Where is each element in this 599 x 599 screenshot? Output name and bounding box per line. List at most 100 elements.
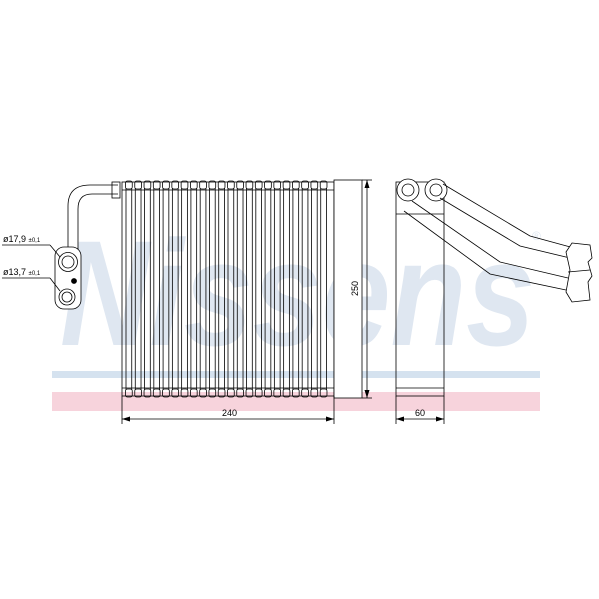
fin-cap-bottom: [143, 388, 152, 398]
fin: [190, 188, 198, 390]
fin-cap: [143, 180, 152, 190]
small-pipe-leader-diag: [49, 277, 61, 292]
fin-cap-bottom: [134, 388, 142, 398]
fin: [273, 188, 281, 390]
fin-cap-bottom: [125, 388, 133, 398]
fin-cap: [273, 180, 282, 190]
fin-cap-bottom: [190, 388, 198, 398]
fin: [181, 188, 188, 390]
small-port-outer: [58, 288, 76, 306]
fin: [301, 188, 309, 390]
fin-cap-bottom: [171, 388, 180, 398]
fin-cap-bottom: [292, 388, 300, 398]
fin-cap: [152, 180, 161, 190]
fin-cap: [217, 180, 226, 190]
fin-cap: [319, 180, 328, 190]
height-arrow-bottom: [364, 390, 370, 398]
fin-cap: [301, 180, 309, 190]
fin-cap-bottom: [208, 388, 217, 398]
width-arrow-left: [122, 416, 130, 422]
height-arrow-top: [364, 180, 370, 188]
side-pipe-upper: [439, 183, 575, 259]
fin-group: [125, 180, 328, 398]
fin-cap-bottom: [273, 388, 282, 398]
fin-cap: [236, 180, 244, 190]
large-pipe-leader-diag: [49, 244, 61, 258]
depth-dim-label: 60: [415, 408, 425, 418]
fin-cap-bottom: [310, 388, 319, 398]
fin: [227, 188, 235, 390]
fin: [283, 188, 290, 390]
width-dim-label: 240: [222, 408, 237, 418]
fin-cap-bottom: [227, 388, 235, 398]
watermark-blue-band: [52, 371, 540, 378]
fin: [255, 188, 262, 390]
fin-cap: [190, 180, 198, 190]
inlet-pipe-bend: [67, 184, 118, 250]
fin: [162, 188, 170, 390]
fin-cap: [208, 180, 217, 190]
small-port-inner: [61, 291, 73, 303]
fin-cap-bottom: [254, 388, 263, 398]
fin-cap: [171, 180, 180, 190]
depth-arrow-right: [436, 416, 444, 422]
fin: [292, 188, 300, 390]
fin: [320, 188, 327, 390]
fin-cap: [180, 180, 189, 190]
fin-cap: [125, 180, 133, 190]
fin: [264, 188, 272, 390]
side-pipe-lower: [403, 200, 569, 291]
fin-cap-bottom: [245, 388, 254, 398]
fin: [153, 188, 160, 390]
depth-arrow-left: [396, 416, 404, 422]
fin-cap-bottom: [264, 388, 272, 398]
watermark: Nissens ®: [52, 209, 541, 411]
large-pipe-diameter: ø17,9: [3, 234, 26, 244]
large-pipe-tolerance: ±0,1: [29, 238, 41, 244]
small-pipe-tolerance: ±0,1: [29, 271, 41, 277]
fin-cap-bottom: [236, 388, 244, 398]
small-pipe-label: ø13,7 ±0,1: [3, 267, 41, 277]
side-boss-right-inner: [429, 183, 443, 197]
fin: [171, 188, 179, 390]
side-view: [395, 178, 593, 424]
side-plate: [333, 179, 363, 399]
fin: [209, 188, 216, 390]
fin-cap-bottom: [162, 388, 170, 398]
fin: [246, 188, 253, 390]
fin-cap: [199, 180, 207, 190]
side-core-body: [395, 181, 445, 397]
fin-cap: [254, 180, 263, 190]
watermark-brand: Nissens: [60, 209, 535, 377]
fin-cap: [310, 180, 319, 190]
fin: [218, 188, 225, 390]
fin-cap: [245, 180, 254, 190]
fin: [125, 188, 133, 390]
width-arrow-right: [326, 416, 334, 422]
fin-cap: [264, 180, 272, 190]
fin: [236, 188, 244, 390]
side-boss-left-outer: [396, 178, 420, 202]
fin: [311, 188, 318, 390]
fin-cap: [227, 180, 235, 190]
side-boss-right-outer: [424, 178, 448, 202]
fin-cap-bottom: [217, 388, 226, 398]
inlet-pipe-bend-inner: [77, 193, 118, 250]
fin-cap: [134, 180, 142, 190]
fin: [144, 188, 151, 390]
flange-bolt: [71, 278, 77, 284]
fin: [134, 188, 142, 390]
side-connector-block: [565, 242, 593, 303]
fin-cap: [282, 180, 291, 190]
fin-cap-bottom: [180, 388, 189, 398]
fin-cap-bottom: [319, 388, 328, 398]
side-boss-left-inner: [401, 183, 415, 197]
front-view: [2, 179, 372, 424]
small-pipe-diameter: ø13,7: [3, 267, 26, 277]
large-port-inner: [61, 255, 75, 269]
fin-cap: [292, 180, 300, 190]
large-pipe-label: ø17,9 ±0,1: [3, 234, 41, 244]
inlet-pipe-collar: [111, 181, 121, 199]
large-port-outer: [58, 252, 78, 272]
